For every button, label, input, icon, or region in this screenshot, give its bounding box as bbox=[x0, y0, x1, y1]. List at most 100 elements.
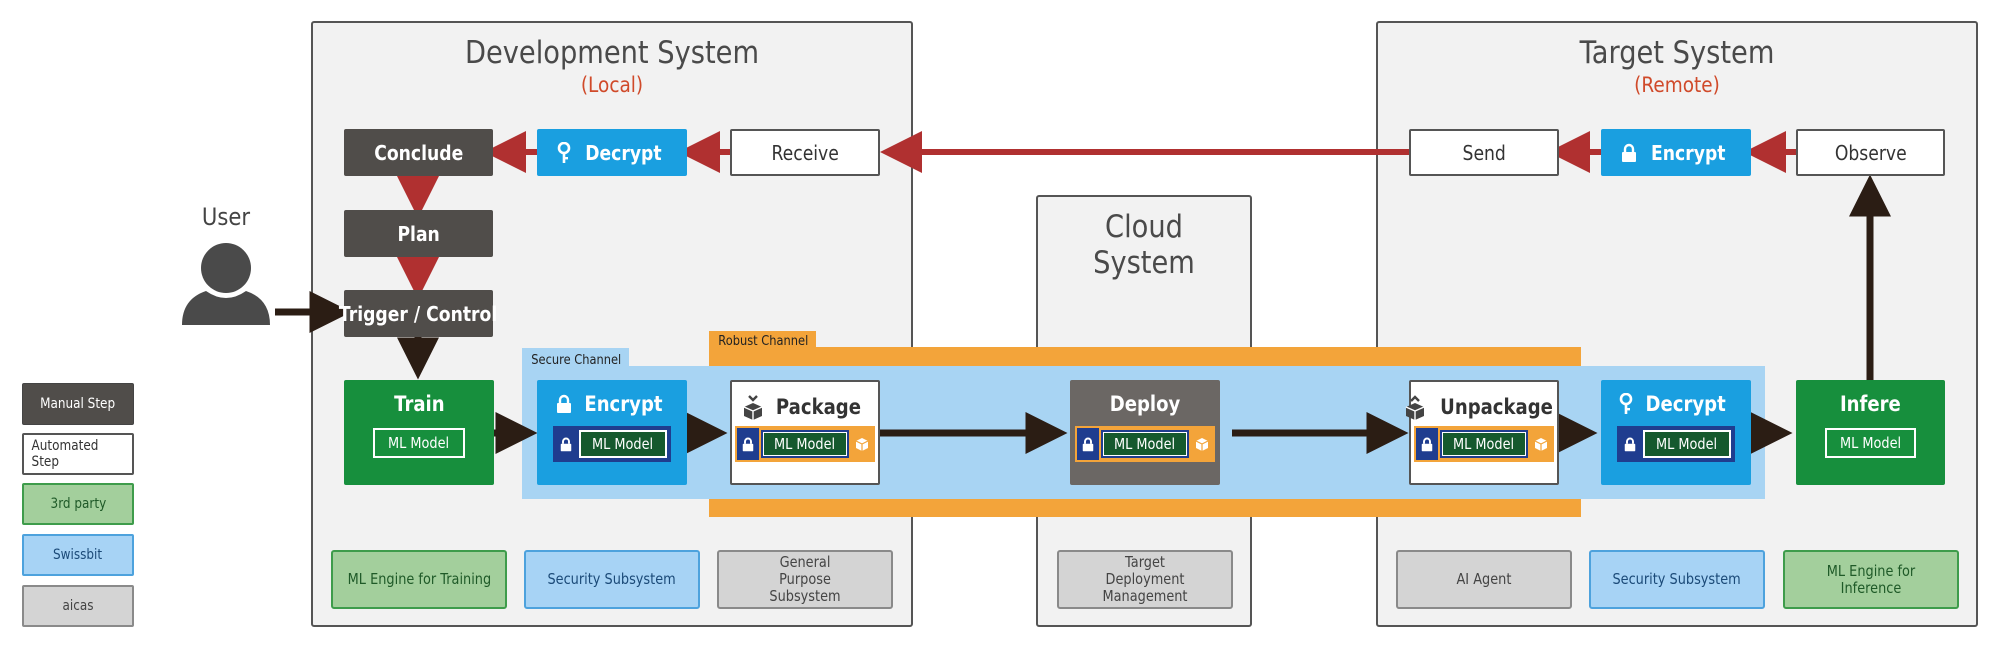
step-infere: Infere ML Model bbox=[1796, 380, 1945, 485]
subsystem-general-purpose-label: General Purpose Subsystem bbox=[769, 553, 841, 605]
step-trigger-control-label: Trigger / Control bbox=[339, 301, 498, 326]
ml-model-encrypt-label: ML Model bbox=[592, 435, 654, 453]
ml-model-encrypt: ML Model bbox=[579, 430, 667, 458]
subsystem-target-deployment-label: Target Deployment Management bbox=[1102, 553, 1188, 605]
step-plan: Plan bbox=[344, 210, 493, 257]
step-decrypt-top-label: Decrypt bbox=[584, 140, 662, 165]
step-infere-label: Infere bbox=[1840, 392, 1901, 416]
cube-icon bbox=[1195, 437, 1208, 451]
subsystem-ml-engine-inference: ML Engine for Inference bbox=[1783, 550, 1959, 609]
step-conclude: Conclude bbox=[344, 129, 493, 176]
step-encrypt-top-label: Encrypt bbox=[1650, 140, 1726, 165]
ml-model-unpackage: ML Model bbox=[1440, 430, 1528, 458]
legend-third-party-label: 3rd party bbox=[50, 496, 106, 512]
step-trigger-control: Trigger / Control bbox=[339, 290, 498, 337]
step-decrypt-bottom-label: Decrypt bbox=[1645, 392, 1727, 416]
ml-model-train-label: ML Model bbox=[388, 434, 450, 452]
step-unpackage: Unpackage ML Model bbox=[1406, 380, 1559, 485]
step-package: Package ML Model bbox=[730, 380, 880, 485]
lock-icon bbox=[1083, 437, 1094, 451]
subsystem-security-dev-label: Security Subsystem bbox=[547, 570, 677, 588]
lock-icon bbox=[1625, 437, 1636, 451]
legend-automated-step: Automated Step bbox=[22, 433, 134, 475]
deployed-lock bbox=[1077, 428, 1100, 460]
step-encrypt-bottom-label: Encrypt bbox=[583, 392, 663, 416]
encrypted-lock bbox=[555, 428, 578, 460]
step-observe-label: Observe bbox=[1834, 140, 1907, 165]
secure-channel-tab bbox=[522, 348, 629, 368]
step-package-label: Package bbox=[775, 395, 861, 419]
lock-icon bbox=[561, 437, 572, 451]
lock-icon bbox=[1422, 437, 1433, 451]
packaged-lock bbox=[737, 428, 760, 460]
step-observe: Observe bbox=[1796, 129, 1945, 176]
subsystem-ml-engine-training: ML Engine for Training bbox=[331, 550, 507, 609]
legend-swissbit-label: Swissbit bbox=[53, 547, 103, 563]
user-label: User bbox=[201, 203, 251, 231]
package-icon bbox=[743, 395, 762, 420]
decrypted-lock bbox=[1619, 428, 1642, 460]
user-icon bbox=[182, 243, 270, 325]
subsystem-general-purpose: General Purpose Subsystem bbox=[717, 550, 893, 609]
ml-model-deploy: ML Model bbox=[1101, 430, 1189, 458]
step-encrypt-top: Encrypt bbox=[1601, 129, 1751, 176]
secure-channel-label: Secure Channel bbox=[531, 353, 622, 368]
target-system-title: Target System bbox=[1579, 35, 1775, 71]
ml-model-train: ML Model bbox=[373, 428, 465, 458]
robust-channel-tab bbox=[709, 331, 816, 349]
ml-model-decrypt: ML Model bbox=[1643, 430, 1731, 458]
legend-third-party: 3rd party bbox=[22, 483, 134, 525]
decrypted-model: ML Model bbox=[1617, 426, 1735, 462]
key-icon bbox=[1620, 393, 1633, 414]
subsystem-ml-engine-training-label: ML Engine for Training bbox=[347, 570, 491, 588]
encrypted-model: ML Model bbox=[553, 426, 671, 462]
key-icon bbox=[557, 141, 570, 163]
packaged-cube bbox=[850, 428, 873, 460]
legend-aicas-label: aicas bbox=[62, 598, 94, 614]
subsystem-ai-agent-label: AI Agent bbox=[1456, 570, 1512, 588]
development-system-title: Development System bbox=[464, 35, 760, 71]
robust-channel-label: Robust Channel bbox=[718, 334, 809, 349]
ml-model-deploy-label: ML Model bbox=[1114, 435, 1176, 453]
step-unpackage-label: Unpackage bbox=[1440, 395, 1554, 419]
cube-icon bbox=[1534, 437, 1547, 451]
unpackage-icon bbox=[1406, 395, 1425, 420]
step-train: Train ML Model bbox=[344, 380, 494, 485]
ml-model-decrypt-label: ML Model bbox=[1656, 435, 1718, 453]
cube-icon bbox=[855, 437, 868, 451]
step-decrypt-top: Decrypt bbox=[537, 129, 687, 176]
step-decrypt-bottom: Decrypt ML Model bbox=[1601, 380, 1751, 485]
step-conclude-label: Conclude bbox=[373, 140, 464, 165]
lock-icon bbox=[743, 437, 754, 451]
cloud-system-title: Cloud System bbox=[1093, 209, 1195, 281]
deployed-cube bbox=[1190, 428, 1213, 460]
step-encrypt-bottom: Encrypt ML Model bbox=[537, 380, 687, 485]
lock-icon bbox=[556, 394, 571, 413]
legend-swissbit: Swissbit bbox=[22, 534, 134, 576]
subsystem-security-target: Security Subsystem bbox=[1589, 550, 1765, 609]
unpackaged-model: ML Model bbox=[1414, 426, 1554, 462]
legend-manual-step-label: Manual Step bbox=[40, 396, 116, 412]
legend-manual-step: Manual Step bbox=[22, 383, 134, 425]
step-send: Send bbox=[1409, 129, 1559, 176]
step-deploy: Deploy ML Model bbox=[1070, 380, 1220, 485]
development-system-subtitle: (Local) bbox=[580, 73, 644, 97]
ml-model-package-label: ML Model bbox=[774, 435, 836, 453]
subsystem-target-deployment: Target Deployment Management bbox=[1057, 550, 1233, 609]
step-train-label: Train bbox=[393, 392, 445, 416]
step-send-label: Send bbox=[1462, 140, 1506, 165]
step-receive-label: Receive bbox=[771, 140, 839, 165]
ml-model-infere-label: ML Model bbox=[1839, 434, 1902, 452]
step-deploy-label: Deploy bbox=[1109, 392, 1181, 416]
deployed-model: ML Model bbox=[1075, 426, 1215, 462]
legend-aicas: aicas bbox=[22, 585, 134, 627]
subsystem-ai-agent: AI Agent bbox=[1396, 550, 1572, 609]
subsystem-security-dev: Security Subsystem bbox=[524, 550, 700, 609]
subsystem-ml-engine-inference-label: ML Engine for Inference bbox=[1826, 561, 1916, 597]
target-system-subtitle: (Remote) bbox=[1634, 73, 1720, 97]
target-system: Target System (Remote) bbox=[1376, 21, 1978, 627]
ml-model-infere: ML Model bbox=[1824, 428, 1917, 458]
packaged-model: ML Model bbox=[735, 426, 875, 462]
unpackaged-lock bbox=[1416, 428, 1439, 460]
